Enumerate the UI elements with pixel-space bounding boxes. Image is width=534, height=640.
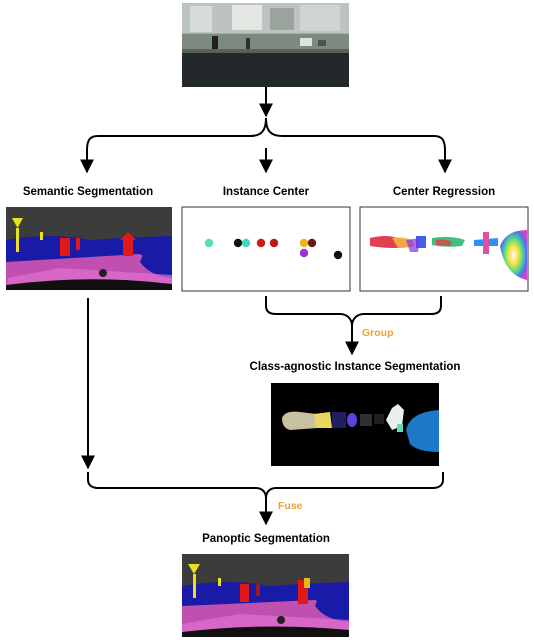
- class-agnostic-label: Class-agnostic Instance Segmentation: [249, 361, 461, 373]
- group-edge-label: Group: [362, 327, 394, 339]
- semantic-segmentation-image: [6, 207, 172, 290]
- center-regression-image: [359, 206, 529, 292]
- split-connector: [80, 87, 452, 174]
- instance-center-label: Instance Center: [222, 186, 310, 198]
- group-connector: [265, 296, 442, 356]
- panoptic-segmentation-image: [182, 554, 349, 637]
- panoptic-segmentation-label: Panoptic Segmentation: [202, 533, 330, 545]
- instance-center-image: [181, 206, 351, 292]
- fuse-connector: [81, 298, 444, 526]
- class-agnostic-image: [271, 383, 439, 466]
- semantic-segmentation-label: Semantic Segmentation: [22, 186, 154, 198]
- fuse-edge-label: Fuse: [278, 500, 303, 512]
- input-image: [182, 3, 349, 87]
- center-regression-label: Center Regression: [392, 186, 496, 198]
